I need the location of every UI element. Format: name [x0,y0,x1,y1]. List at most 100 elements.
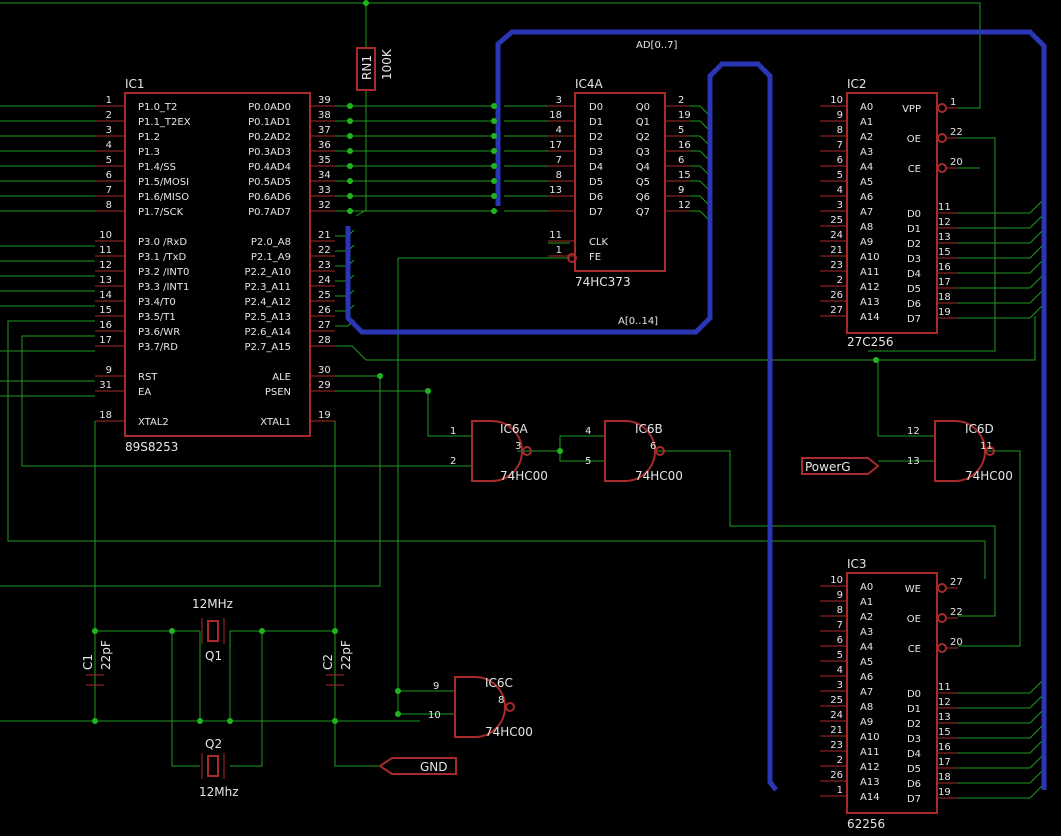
ic1-pin-label: P1.6/MISO [138,192,189,203]
ic2-name: IC2 [847,77,867,91]
ic1-pin-label: P1.1_T2EX [138,117,191,128]
ic3-pin-number: 21 [830,725,843,736]
ic6c-part: 74HC00 [485,725,533,739]
ic3-pin-label: A5 [860,657,873,668]
ic1-pin-label: P2.3_A11 [245,282,292,293]
ic3-pin-number: 4 [837,665,843,676]
ic1-pin-number: 17 [99,335,112,346]
ic3-pin-number: 23 [830,740,843,751]
ic3-pin-label: OE [907,614,921,625]
ic3-pin-label: D5 [907,764,921,775]
ic4a-pin-number: 11 [549,230,562,241]
ic1-pin-label: ALE [272,372,291,383]
ic3-pin-number: 27 [950,577,963,588]
ic1-pin-label: P2.1_A9 [251,252,291,263]
ic4a-pin-number: 1 [556,245,562,256]
ic2-pin-number: 7 [837,140,843,151]
c1-capacitor-symbol [86,674,104,686]
ic1-pin-number: 26 [318,305,331,316]
ic1-pin-number: 36 [318,140,331,151]
ic2-pin-number: 3 [837,200,843,211]
ic2-pin-number: 24 [830,230,843,241]
ic4a-pin-number: 8 [556,170,562,181]
q2-value: 12Mhz [199,785,239,799]
ic1-pin-label: P3.5/T1 [138,312,176,323]
ic3-pin-label: A1 [860,597,873,608]
ic4a-pin-number: 12 [678,200,691,211]
ic2-part: 27C256 [847,335,894,349]
c2-capacitor-symbol [326,674,344,686]
q1-crystal-symbol [201,618,225,644]
ic1-pin-number: 27 [318,320,331,331]
ic3-pin-label: D4 [907,749,921,760]
ic2-pin-number: 18 [938,292,951,303]
ic1-pin-number: 34 [318,170,331,181]
ic2-pin-number: 15 [938,247,951,258]
ic1-pin-number: 22 [318,245,331,256]
ic1-part: 89S8253 [125,440,178,454]
ic1-pin-label: P0.2AD2 [248,132,291,143]
ic2-pin-number: 13 [938,232,951,243]
ic3-pin-number: 19 [938,787,951,798]
ic3-pin-number: 11 [938,682,951,693]
gate-ic6b [604,420,665,482]
ic1-pin-label: P3.3 /INT1 [138,282,189,293]
ic1-pin-number: 33 [318,185,331,196]
ic4a-pin-number: 15 [678,170,691,181]
ic2-pin-number: 17 [938,277,951,288]
ic2-pin-number: 12 [938,217,951,228]
ic1-pin-number: 19 [318,410,331,421]
ic3-pin-label: D2 [907,719,921,730]
ic3-pin-label: CE [908,644,921,655]
ic2-pin-number: 9 [837,110,843,121]
ic6a-pin3: 3 [515,441,521,452]
ic1-pin-label: P0.6AD6 [248,192,291,203]
ic1-pin-number: 9 [106,365,112,376]
ic1-pin-number: 35 [318,155,331,166]
ic2-pin-label: A9 [860,237,873,248]
ic1-pin-number: 31 [99,380,112,391]
ic2-pin-number: 25 [830,215,843,226]
junctions [92,0,879,724]
ic4a-pin-label: FE [589,252,601,263]
ic3-pin-label: D3 [907,734,921,745]
ic3-pin-number: 1 [837,785,843,796]
ic6a-pin1: 1 [450,426,456,437]
ic1-pin-number: 13 [99,275,112,286]
ic4a-pin-label: Q1 [636,117,650,128]
ic4a-name: IC4A [575,77,604,91]
ic4a-pin-number: 16 [678,140,691,151]
ic2-pin-label: VPP [902,104,921,115]
ic2-pin-label: A12 [860,282,880,293]
ic4a-pin-label: D2 [589,132,603,143]
ic1-pin-label: P3.6/WR [138,327,180,338]
ic6a-name: IC6A [500,422,529,436]
wires [0,2,1045,799]
ic1-pin-label: P3.4/T0 [138,297,176,308]
ic1-pin-number: 5 [106,155,112,166]
ad-bus [495,29,1047,790]
ic4a-pin-number: 18 [549,110,562,121]
ic3-pin-label: A6 [860,672,873,683]
ic4a-pin-number: 17 [549,140,562,151]
ic1-pin-label: PSEN [265,387,291,398]
ic4a-pin-label: D4 [589,162,603,173]
ic4a-pin-number: 7 [556,155,562,166]
q1-name: Q1 [205,649,222,663]
ic2-pin-label: A1 [860,117,873,128]
buses [345,29,1047,792]
ic1-body [124,92,311,437]
ic1-pin-number: 37 [318,125,331,136]
ic2-pin-label: D4 [907,269,921,280]
powerg-port [801,457,880,475]
pin-labels: 1P1.0_T22P1.1_T2EX3P1.24P1.35P1.4/SS6P1.… [95,95,963,805]
ic2-pin-number: 16 [938,262,951,273]
ic2-pin-number: 20 [950,157,963,168]
ic1-pin-number: 16 [99,320,112,331]
ic3-pin-label: A11 [860,747,880,758]
ic1-pin-label: P2.6_A14 [245,327,292,338]
ic2-pin-label: A8 [860,222,873,233]
a-bus-label: A[0..14] [618,316,658,327]
ic1-pin-label: P2.2_A10 [245,267,292,278]
ic1-pin-number: 8 [106,200,112,211]
